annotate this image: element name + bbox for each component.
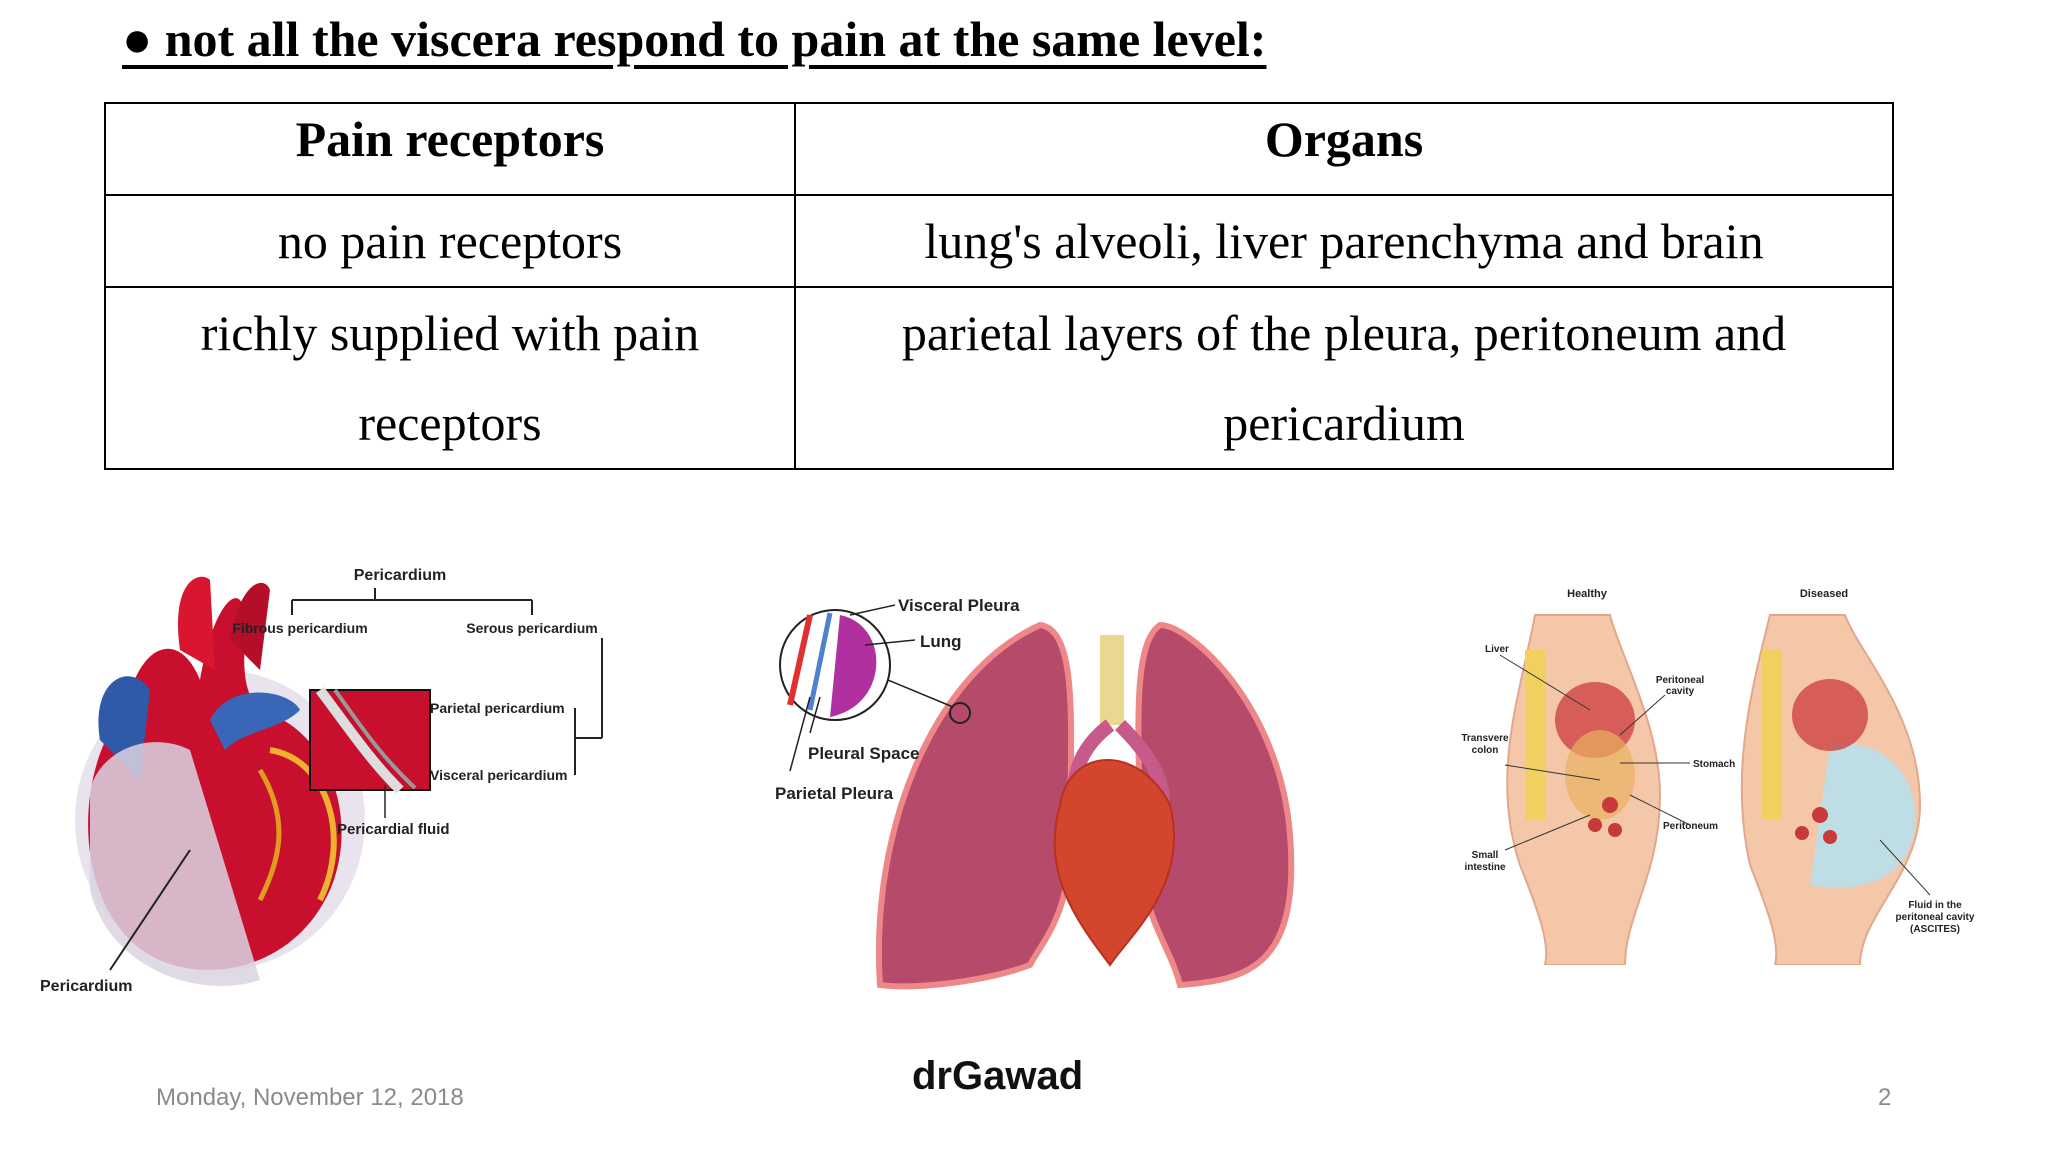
peritoneum-figure: Healthy Diseased Liver Peritoneal cavity… [1461, 588, 1975, 965]
table-row: richly supplied with pain receptors pari… [104, 286, 1894, 470]
abdomen-label-diseased: Diseased [1800, 588, 1848, 600]
table-cell: richly supplied with pain receptors [104, 286, 796, 470]
header-pain-receptors: Pain receptors [104, 102, 796, 196]
table-cell: parietal layers of the pleura, peritoneu… [794, 286, 1894, 470]
abdomen-label-liver: Liver [1485, 644, 1509, 655]
pericardium-figure: Pericardium Fibrous pericardium Serous p… [40, 567, 603, 995]
lung-label-space: Pleural Space [808, 744, 920, 763]
abdomen-label-stomach: Stomach [1693, 759, 1735, 770]
abdomen-label-transverse: Transvere colon [1461, 733, 1509, 756]
header-organs: Organs [794, 102, 1894, 196]
heart-label-visceral: Visceral pericardium [430, 767, 567, 783]
lung-label-lung: Lung [920, 632, 962, 651]
heart-label-pericardium: Pericardium [354, 567, 446, 584]
table-cell: no pain receptors [104, 194, 796, 288]
heart-label-parietal: Parietal pericardium [430, 700, 565, 716]
footer-date: Monday, November 12, 2018 [156, 1084, 464, 1111]
heart-label-fibrous: Fibrous pericardium [232, 620, 367, 636]
heart-label-serous: Serous pericardium [466, 620, 598, 636]
abdomen-label-healthy: Healthy [1567, 588, 1608, 600]
slide-heading: ● not all the viscera respond to pain at… [122, 11, 1267, 67]
table-row: no pain receptors lung's alveoli, liver … [104, 194, 1894, 288]
heart-label-fluid: Pericardial fluid [337, 821, 450, 838]
abdomen-label-small: Small intestine [1464, 850, 1506, 873]
heart-label-bottom: Pericardium [40, 978, 132, 995]
pain-receptor-table: Pain receptors Organs no pain receptors … [104, 102, 1894, 470]
abdomen-label-fluid: Fluid in the peritoneal cavity (ASCITES) [1895, 900, 1975, 935]
lung-label-parietal: Parietal Pleura [775, 784, 894, 803]
table-cell: lung's alveoli, liver parenchyma and bra… [794, 194, 1894, 288]
footer-author: drGawad [912, 1054, 1084, 1098]
abdomen-label-peritoneum: Peritoneum [1663, 821, 1718, 832]
abdomen-label-cavity: Peritoneal cavity [1655, 675, 1705, 697]
table-header-row: Pain receptors Organs [104, 102, 1894, 196]
lung-label-visceral: Visceral Pleura [898, 596, 1020, 615]
pleura-figure: Visceral Pleura Lung Pleural Space Parie… [775, 596, 1295, 990]
footer-page-number: 2 [1878, 1084, 1892, 1111]
